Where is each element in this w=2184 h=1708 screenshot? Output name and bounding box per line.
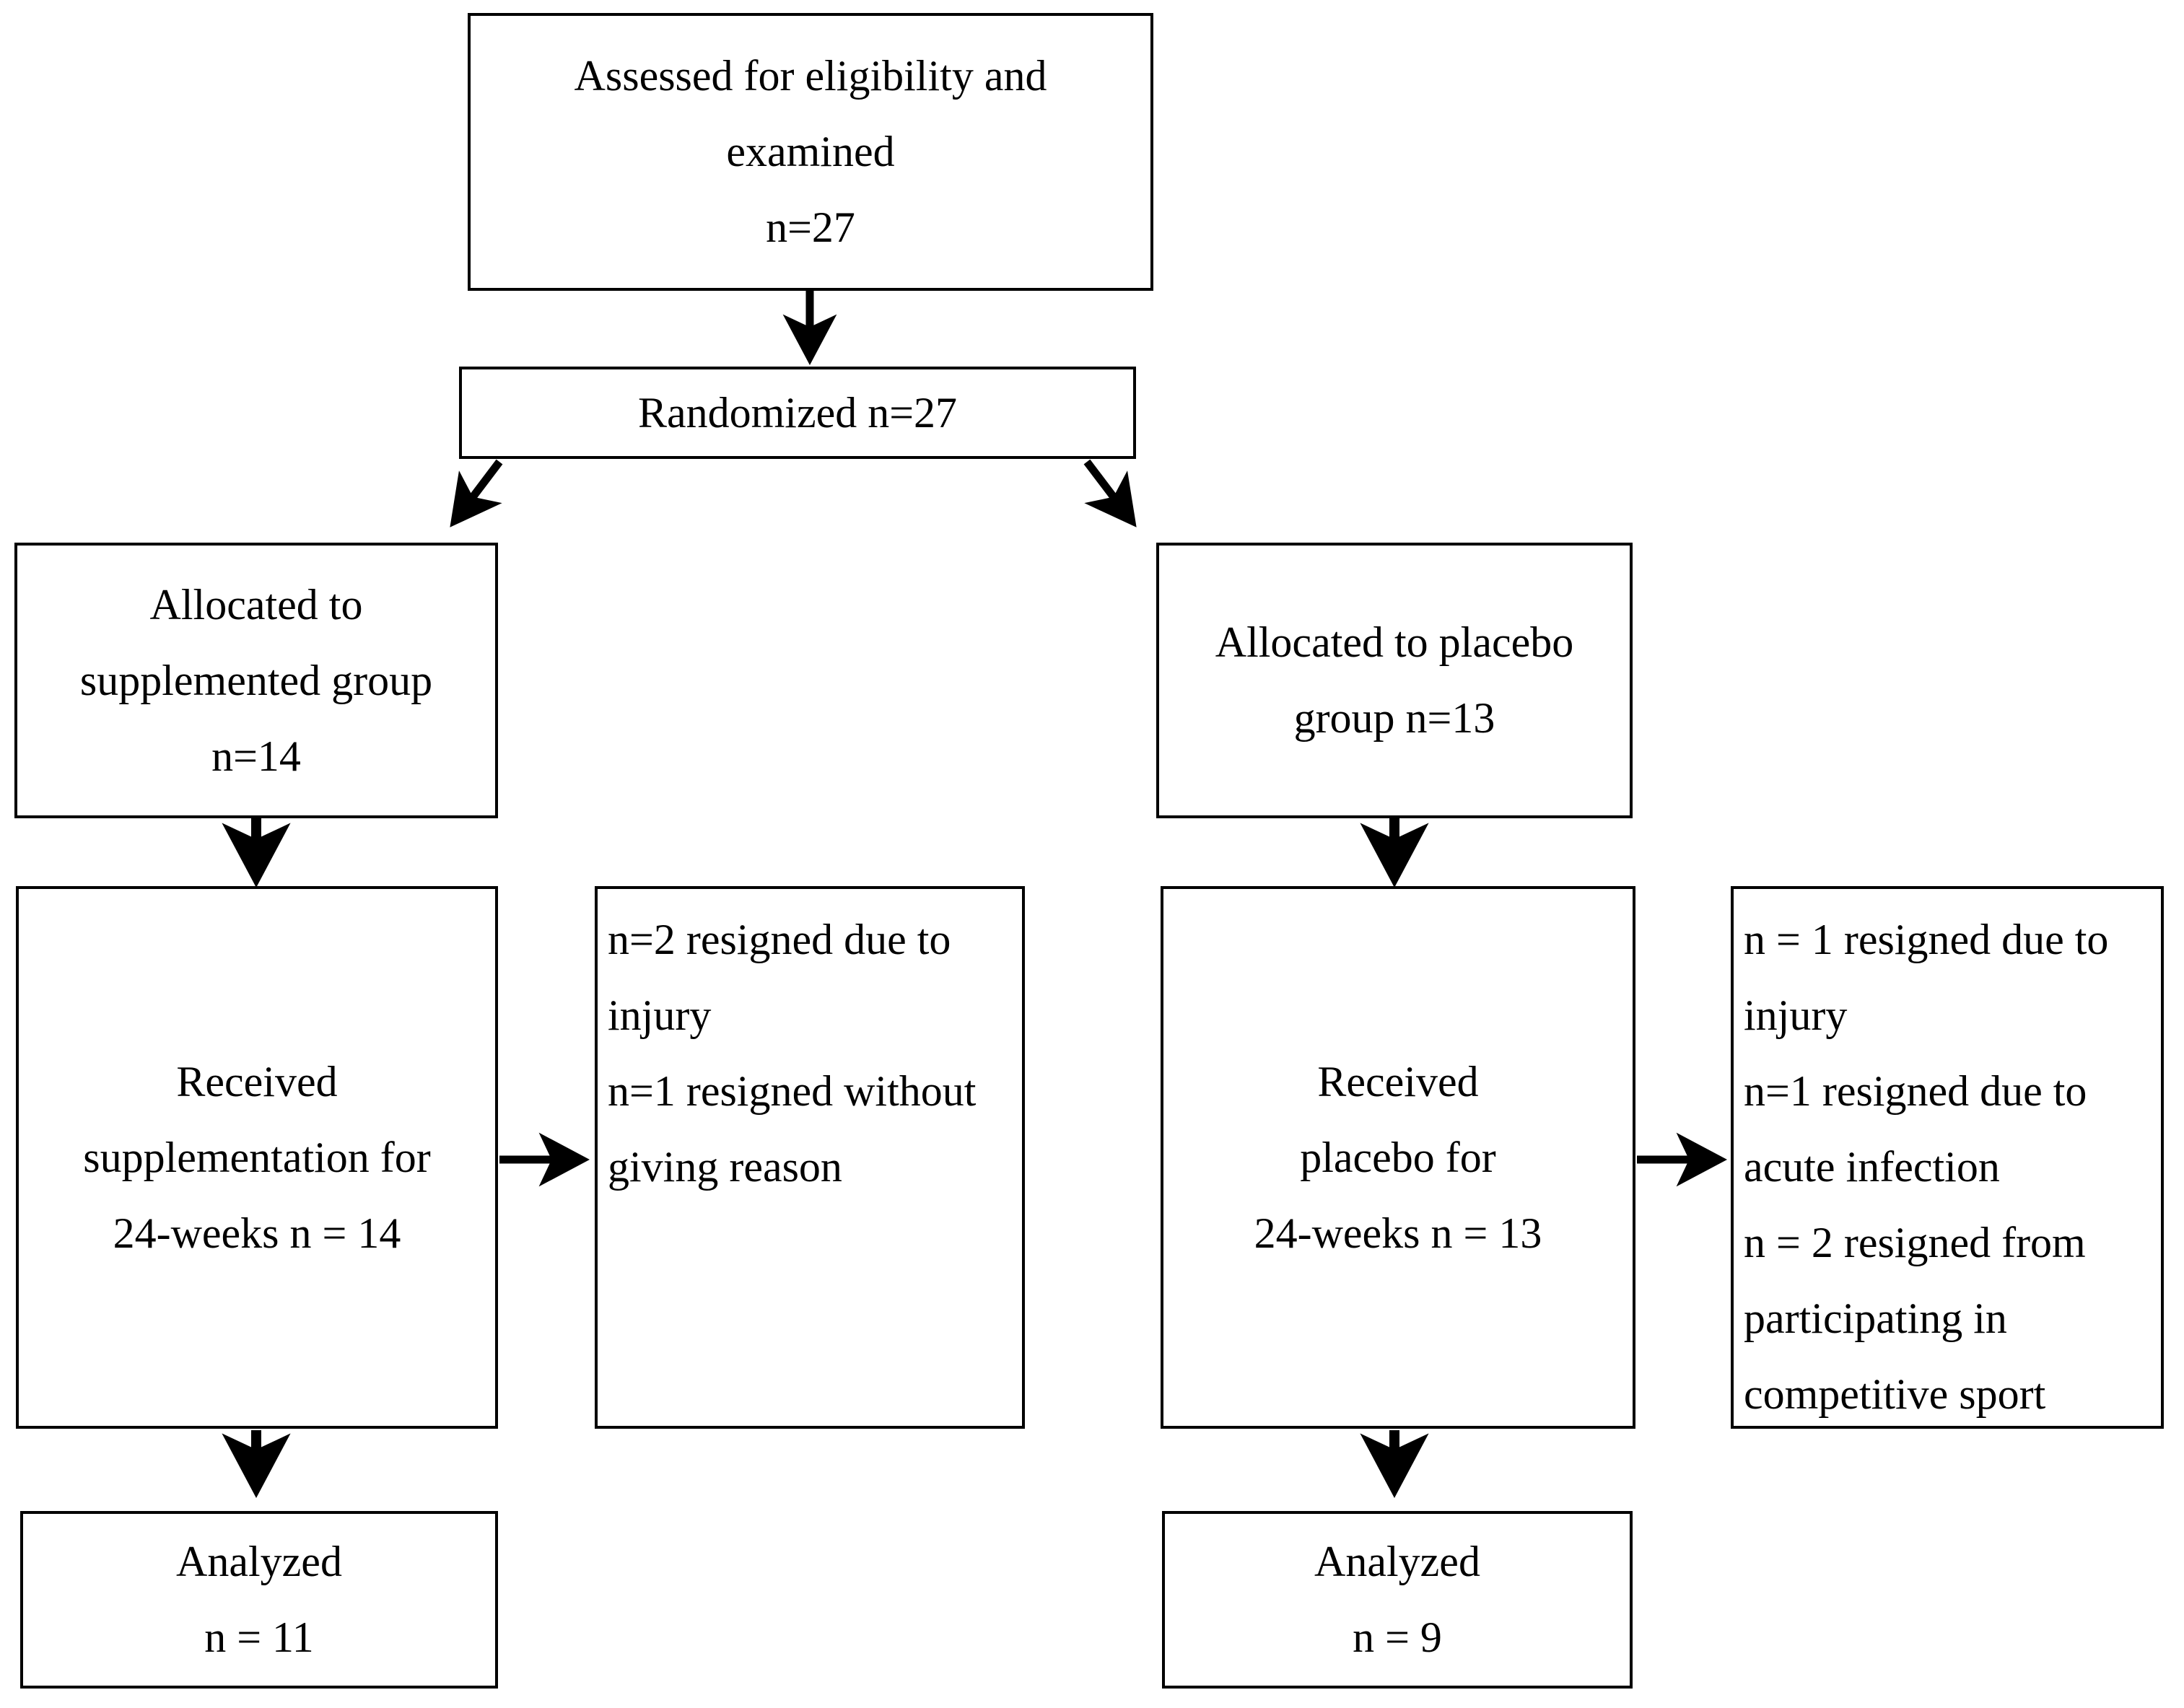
received-supp-line-3: 24-weeks n = 14 <box>113 1209 401 1257</box>
analyzed-supp-line-2: n = 11 <box>204 1613 314 1661</box>
alloc-plac-line-1: Allocated to placebo <box>1215 618 1574 666</box>
arrow-randomized-to-allocated-placebo <box>1083 459 1137 527</box>
dropout-plac-line-3: n = 2 resigned from participating in com… <box>1744 1219 2086 1418</box>
randomized-line-1: Randomized n=27 <box>637 388 958 437</box>
node-analyzed-placebo: Analyzed n = 9 <box>1162 1511 1633 1689</box>
received-plac-line-1: Received <box>1317 1057 1479 1105</box>
analyzed-plac-line-2: n = 9 <box>1353 1613 1442 1661</box>
node-assessed-for-eligibility: Assessed for eligibility and examined n=… <box>468 13 1153 291</box>
node-dropouts-placebo-group: n = 1 resigned due to injury n=1 resigne… <box>1731 886 2164 1429</box>
arrow-randomized-to-allocated-supplemented <box>450 459 503 527</box>
dropout-supp-line-2: n=1 resigned without giving reason <box>608 1067 977 1191</box>
dropout-plac-line-1: n = 1 resigned due to injury <box>1744 916 2109 1039</box>
node-received-supplementation: Received supplementation for 24-weeks n … <box>16 886 498 1429</box>
alloc-plac-line-2: group n=13 <box>1293 694 1495 742</box>
node-dropouts-supplemented-group: n=2 resigned due to injury n=1 resigned … <box>595 886 1025 1429</box>
dropout-plac-line-2: n=1 resigned due to acute infection <box>1744 1067 2087 1191</box>
received-supp-line-2: supplementation for <box>83 1133 431 1181</box>
node-allocated-placebo-group: Allocated to placebo group n=13 <box>1156 543 1633 818</box>
received-supp-line-1: Received <box>176 1057 338 1105</box>
assessed-line-1: Assessed for eligibility and <box>574 52 1047 100</box>
alloc-supp-line-3: n=14 <box>211 732 301 780</box>
node-allocated-supplemented-group: Allocated to supplemented group n=14 <box>14 543 498 818</box>
node-received-placebo: Received placebo for 24-weeks n = 13 <box>1161 886 1635 1429</box>
node-randomized: Randomized n=27 <box>459 367 1136 459</box>
node-analyzed-supplemented: Analyzed n = 11 <box>20 1511 498 1689</box>
received-plac-line-2: placebo for <box>1300 1133 1496 1181</box>
analyzed-plac-line-1: Analyzed <box>1314 1538 1480 1585</box>
received-plac-line-3: 24-weeks n = 13 <box>1254 1209 1542 1257</box>
assessed-line-2: examined <box>726 128 895 175</box>
analyzed-supp-line-1: Analyzed <box>176 1538 342 1585</box>
alloc-supp-line-2: supplemented group <box>79 656 433 704</box>
dropout-supp-line-1: n=2 resigned due to injury <box>608 916 951 1039</box>
assessed-line-3: n=27 <box>766 203 855 251</box>
alloc-supp-line-1: Allocated to <box>149 580 363 629</box>
